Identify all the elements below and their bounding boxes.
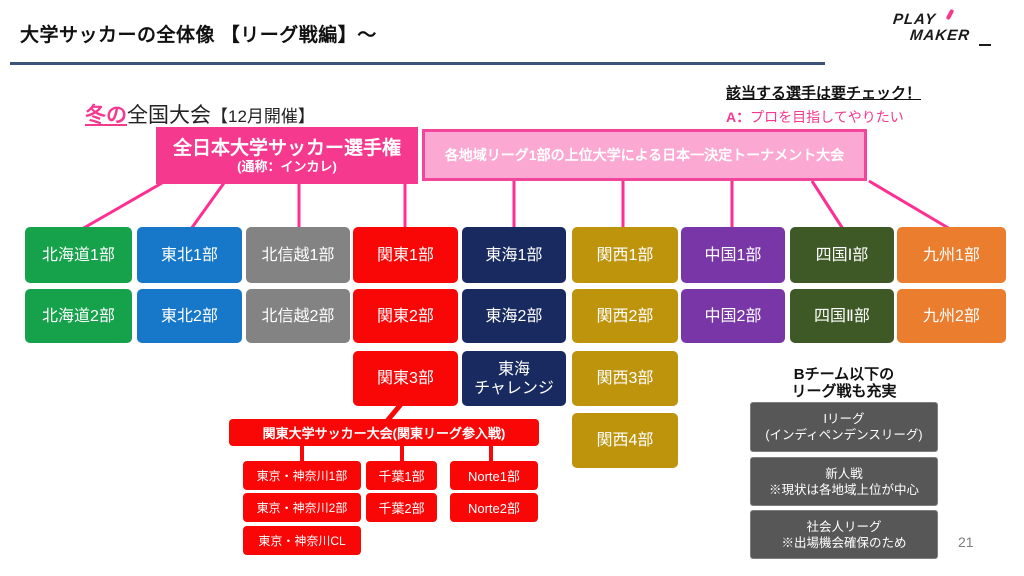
bteam-box-i-league: Iリーグ (インディペンデンスリーグ) <box>750 402 938 452</box>
playmaker-logo: PLAY MAKER <box>892 8 1003 56</box>
rookie-line2: ※現状は各地域上位が中心 <box>768 482 919 497</box>
league-box-kansai-3: 関西3部 <box>572 351 678 406</box>
box-tokyo-kanagawa-cl: 東京・神奈川CL <box>243 526 361 555</box>
league-box-tohoku-2: 東北2部 <box>137 289 242 343</box>
league-box-kansai-1: 関西1部 <box>572 227 678 283</box>
league-box-tokai-2: 東海2部 <box>462 289 566 343</box>
league-box-tohoku-1: 東北1部 <box>137 227 242 283</box>
league-box-chugoku-1: 中国1部 <box>681 227 785 283</box>
league-box-hokushinetsu-2: 北信越2部 <box>246 289 350 343</box>
winter-highlight: 冬の <box>85 104 127 127</box>
bteam-heading-line2: リーグ戦も充実 <box>791 383 897 400</box>
league-box-hokushinetsu-1: 北信越1部 <box>246 227 350 283</box>
title-rule <box>10 62 825 65</box>
check-a-label: A： <box>726 109 751 125</box>
incollege-box: 全日本大学サッカー選手権 (通称：インカレ) <box>156 127 418 184</box>
box-tokyo-kanagawa-2: 東京・神奈川2部 <box>243 493 361 522</box>
page-title: 大学サッカーの全体像 【リーグ戦編】～ <box>20 25 377 46</box>
box-norte-2: Norte2部 <box>450 493 538 522</box>
winter-note: 【12月開催】 <box>211 107 315 126</box>
tokai-challenge-line1: 東海 <box>497 360 530 378</box>
league-box-tokai-1: 東海1部 <box>462 227 566 283</box>
league-box-kyushu-2: 九州2部 <box>897 289 1006 343</box>
incollege-subtitle: (通称：インカレ) <box>237 158 337 174</box>
i-league-line1: Iリーグ <box>823 412 865 426</box>
check-title: 該当する選手は要チェック！ <box>726 85 922 102</box>
check-a-text: プロを目指してやりたい <box>750 109 904 125</box>
bteam-box-shakaijin: 社会人リーグ ※出場機会確保のため <box>750 510 938 559</box>
box-tokyo-kanagawa-1: 東京・神奈川1部 <box>243 461 361 490</box>
league-box-kanto-2: 関東2部 <box>353 289 458 343</box>
league-box-hokkaido-1: 北海道1部 <box>25 227 132 283</box>
league-box-kansai-2: 関西2部 <box>572 289 678 343</box>
box-chiba-2: 千葉2部 <box>366 493 437 522</box>
box-chiba-1: 千葉1部 <box>366 461 437 490</box>
bteam-heading-line1: Bチーム以下の <box>793 366 895 383</box>
league-box-kyushu-1: 九州1部 <box>897 227 1006 283</box>
incollege-title: 全日本大学サッカー選手権 <box>172 137 401 159</box>
check-type-a: A：プロを目指してやりたい <box>726 107 1006 127</box>
qualifier-box: 各地域リーグ1部の上位大学による日本一決定トーナメント大会 <box>422 129 867 181</box>
league-box-shikoku-2: 四国Ⅱ部 <box>790 289 894 343</box>
check-callout: 該当する選手は要チェック！ A：プロを目指してやりたい <box>726 82 1006 127</box>
league-box-kansai-4: 関西4部 <box>572 413 678 468</box>
bteam-box-rookie: 新人戦 ※現状は各地域上位が中心 <box>750 457 938 506</box>
logo-underscore <box>979 44 991 46</box>
box-norte-1: Norte1部 <box>450 461 538 490</box>
i-league-line2: (インディペンデンスリーグ) <box>765 428 923 442</box>
winter-tournament-label: 冬の全国大会【12月開催】 <box>85 99 315 129</box>
league-box-kanto-3: 関東3部 <box>353 351 458 406</box>
winter-main: 全国大会 <box>127 104 211 127</box>
kanto-taikai-box: 関東大学サッカー大会(関東リーグ参入戦) <box>229 419 539 446</box>
league-box-tokai-challenge: 東海 チャレンジ <box>462 351 566 406</box>
league-box-kanto-1: 関東1部 <box>353 227 458 283</box>
league-box-hokkaido-2: 北海道2部 <box>25 289 132 343</box>
shakaijin-line2: ※出場機会確保のため <box>781 535 907 550</box>
league-box-shikoku-1: 四国Ⅰ部 <box>790 227 894 283</box>
tokai-challenge-line2: チャレンジ <box>474 379 554 397</box>
rookie-line1: 新人戦 <box>825 466 863 481</box>
shakaijin-line1: 社会人リーグ <box>806 519 882 534</box>
page-number: 21 <box>958 534 974 550</box>
league-box-chugoku-2: 中国2部 <box>681 289 785 343</box>
bteam-heading: Bチーム以下の リーグ戦も充実 <box>750 366 938 400</box>
